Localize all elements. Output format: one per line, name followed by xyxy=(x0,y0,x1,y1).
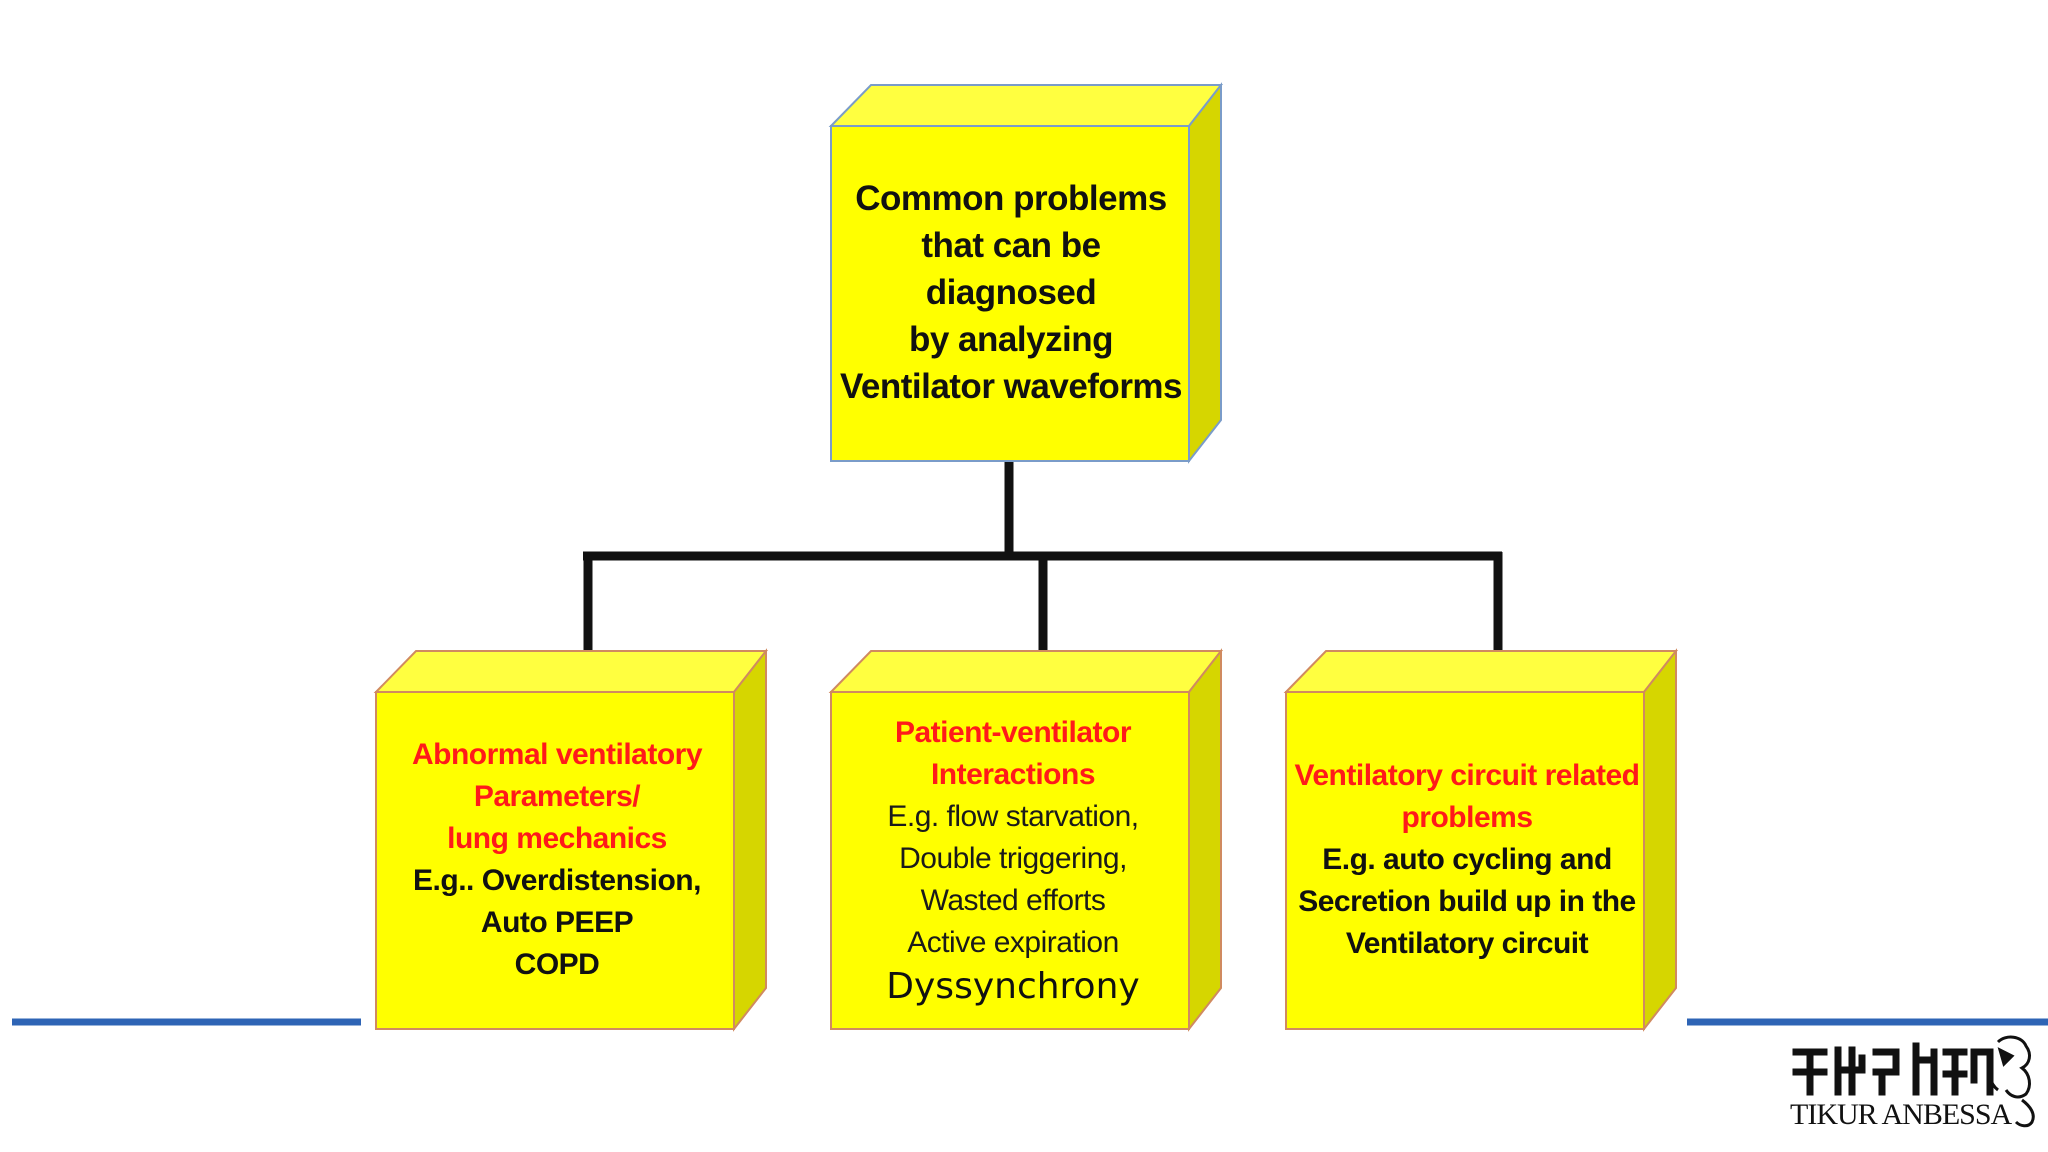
child-box-1-text: Abnormal ventilatory Parameters/ lung me… xyxy=(378,692,736,1028)
box1-body-3: COPD xyxy=(514,948,600,981)
box3-body-2: Secretion build up in the xyxy=(1298,885,1636,918)
box1-body-2: Auto PEEP xyxy=(480,906,634,939)
tikur-anbessa-logo xyxy=(1792,1035,2035,1128)
box2-extra: Dyssynchrony xyxy=(886,966,1140,1007)
logo-text: TIKUR ANBESSA xyxy=(1790,1098,2012,1131)
lion-icon xyxy=(1987,1035,2035,1128)
box1-body-1: E.g.. Overdistension, xyxy=(413,864,701,897)
root-box xyxy=(828,82,1224,464)
root-line-3: by analyzing xyxy=(908,319,1114,359)
box2-body-2: Double triggering, xyxy=(899,842,1127,875)
box3-body-3: Ventilatory circuit xyxy=(1345,927,1589,960)
box2-body-3: Wasted efforts xyxy=(920,884,1106,917)
root-line-4: Ventilator waveforms xyxy=(839,366,1183,406)
box2-heading-1: Patient-ventilator xyxy=(894,716,1132,749)
box1-heading-3: lung mechanics xyxy=(447,822,667,855)
box3-heading-1: Ventilatory circuit related xyxy=(1294,759,1640,792)
box2-heading-2: Interactions xyxy=(930,758,1096,791)
child-box-3 xyxy=(1283,648,1679,1032)
root-box-text: Common problems that can be diagnosed by… xyxy=(832,124,1190,460)
box1-heading-2: Parameters/ xyxy=(473,780,641,813)
root-line-2: that can be diagnosed xyxy=(921,225,1101,312)
box2-body-4: Active expiration xyxy=(907,926,1119,959)
amharic-script-icon xyxy=(1792,1042,1994,1096)
connector-lines xyxy=(583,462,1503,652)
box1-heading-1: Abnormal ventilatory xyxy=(411,738,703,771)
box2-body-1: E.g. flow starvation, xyxy=(887,800,1139,833)
child-box-1 xyxy=(373,648,769,1032)
child-box-3-text: Ventilatory circuit related problems E.g… xyxy=(1288,692,1646,1028)
root-line-1: Common problems xyxy=(855,178,1167,218)
child-box-2 xyxy=(828,648,1224,1032)
box3-heading-2: problems xyxy=(1401,801,1533,834)
child-box-2-text: Patient-ventilator Interactions E.g. flo… xyxy=(834,692,1192,1028)
box3-body-1: E.g. auto cycling and xyxy=(1322,843,1612,876)
